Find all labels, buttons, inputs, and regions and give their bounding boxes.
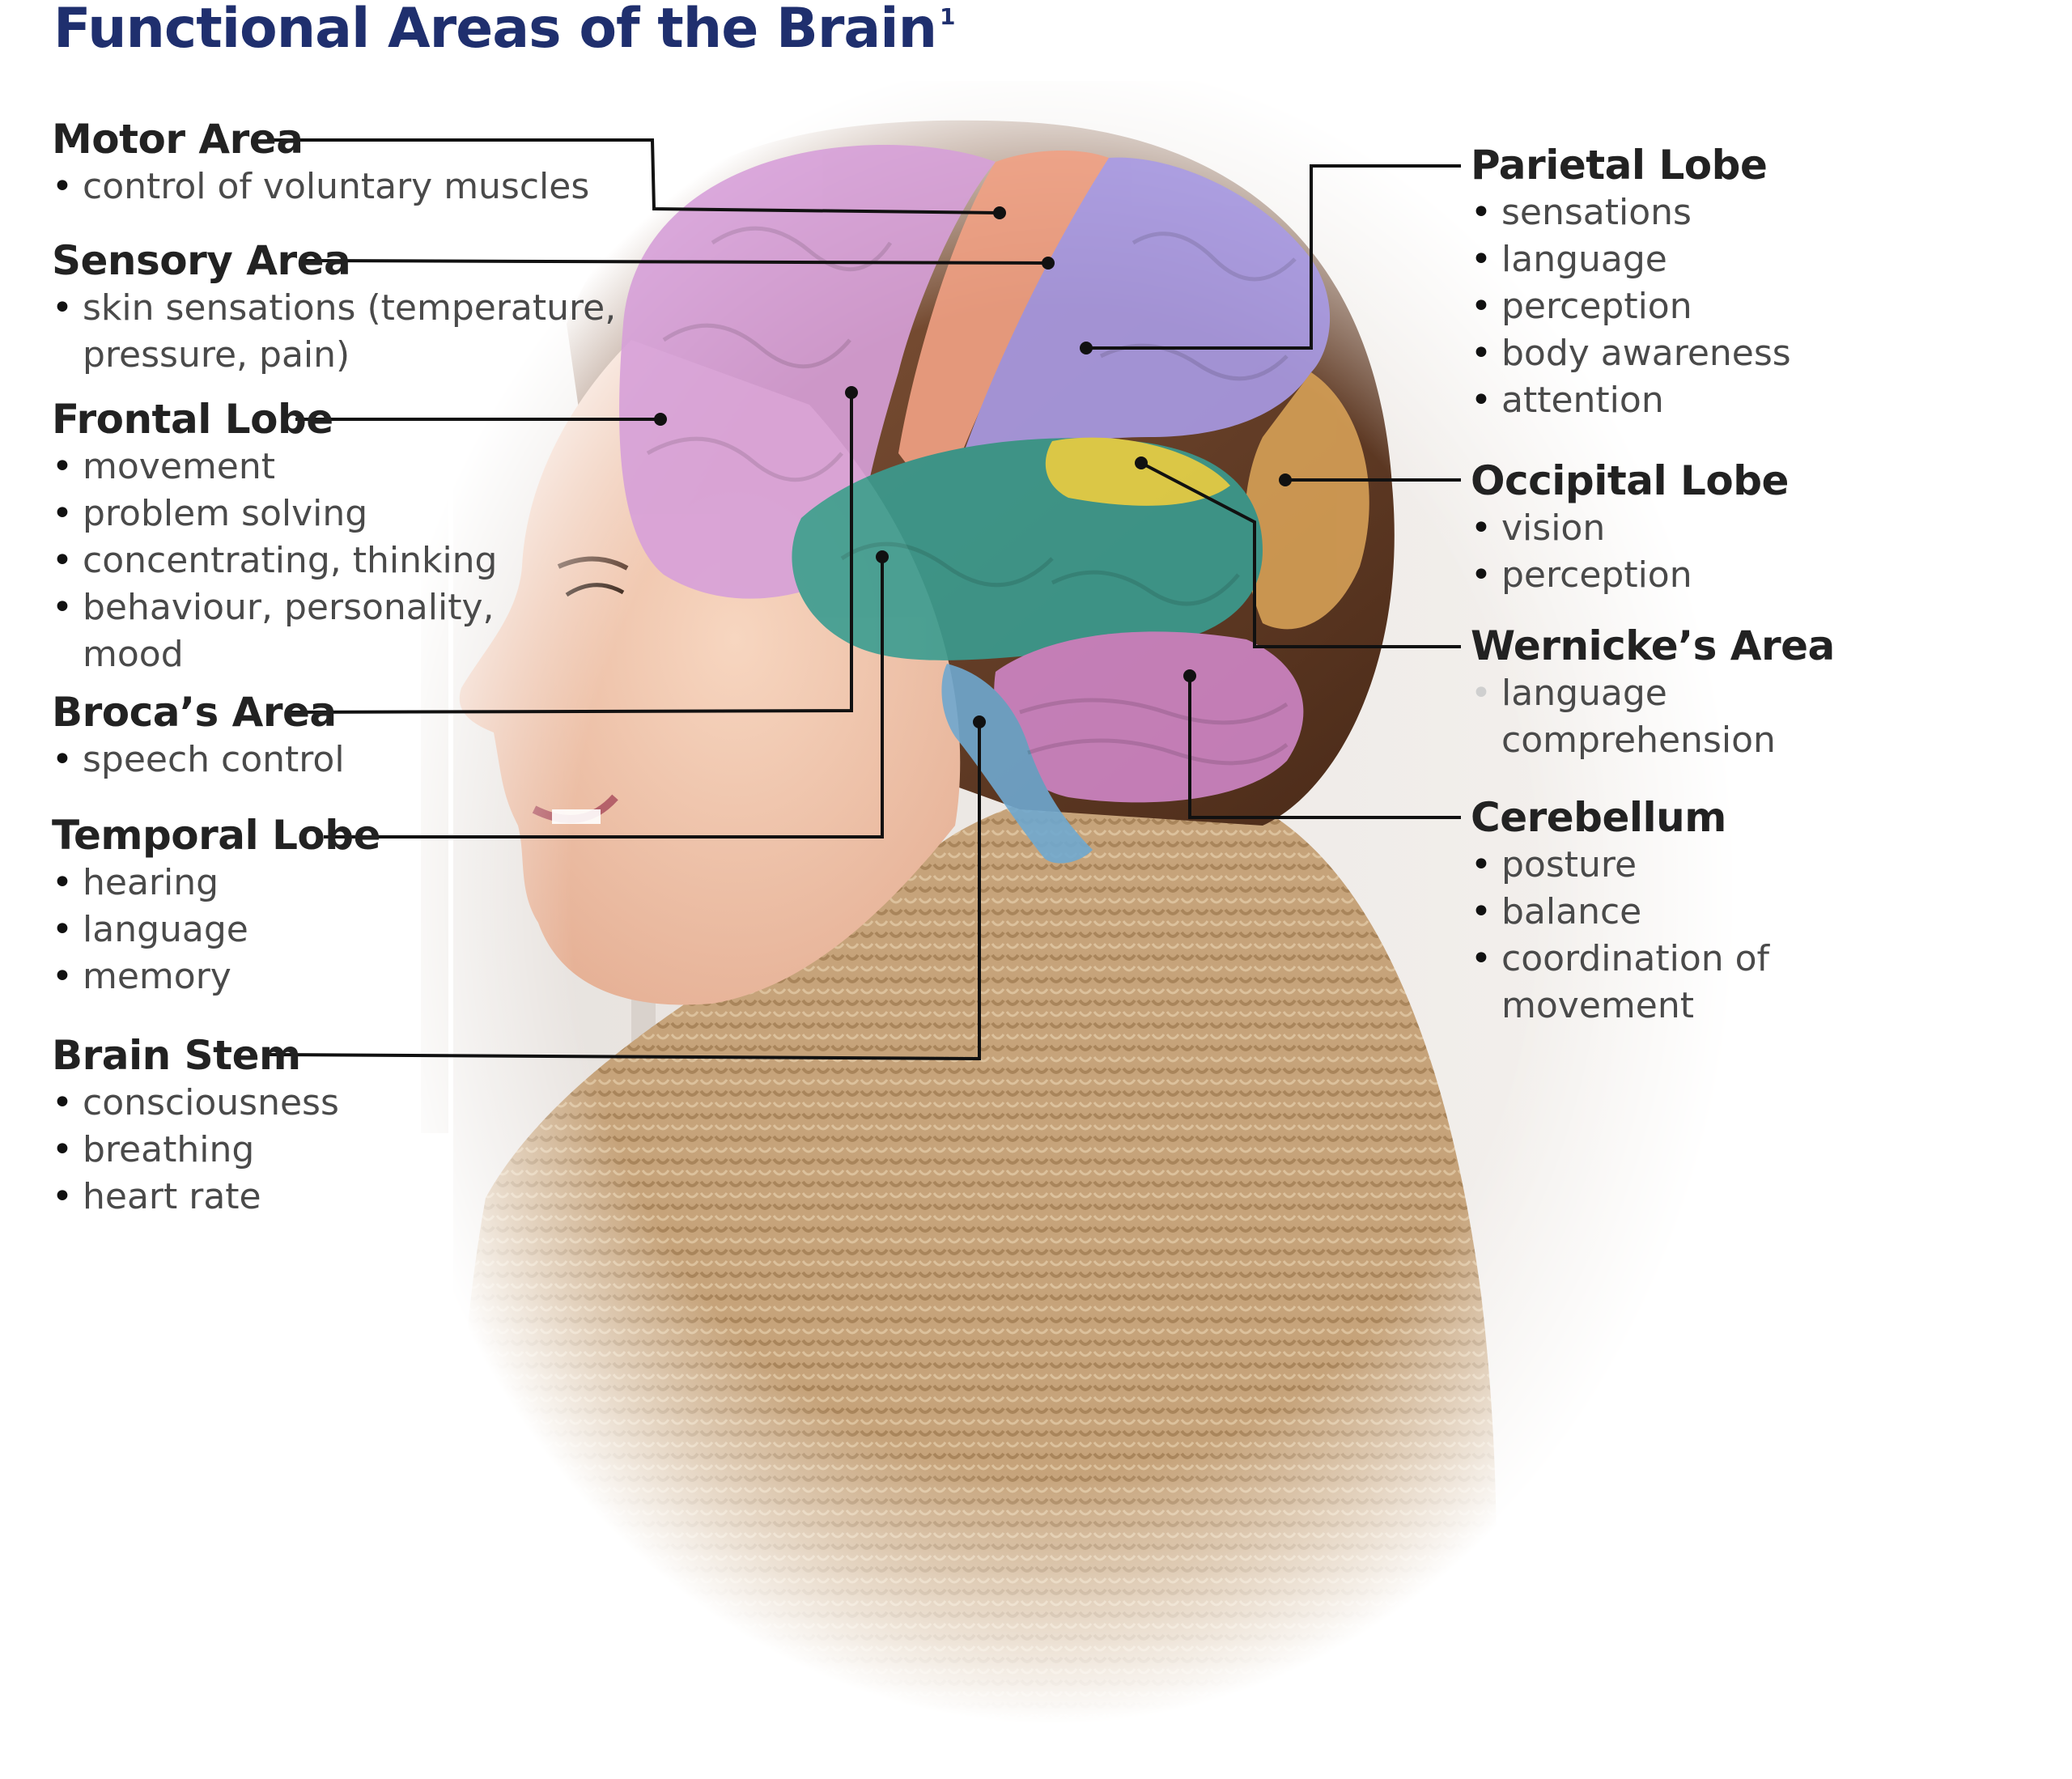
function-item: hearing [52,860,380,906]
brocas-area-label: Broca’s Area speech control [52,688,345,783]
parietal-lobe-region [955,157,1331,478]
wernickes-area-label: Wernicke’s Area language comprehension [1471,622,1835,764]
motor-area-label: Motor Area control of voluntary muscles [52,115,589,210]
area-heading: Occipital Lobe [1471,457,1789,504]
area-heading: Temporal Lobe [52,812,380,859]
wernickes-area-leader [1140,461,1461,648]
function-item: coordination of [1471,936,1769,983]
function-item: perception [1471,283,1791,330]
brocas-area-leader [287,393,853,714]
cerebellum-label: Cerebellum posture balance coordination … [1471,793,1769,1030]
title-text: Functional Areas of the Brain [53,0,937,61]
occipital-lobe-label: Occipital Lobe vision perception [1471,456,1789,599]
area-heading: Brain Stem [52,1032,301,1079]
function-item: memory [52,953,380,1000]
function-item: sensations [1471,189,1791,236]
function-item: posture [1471,842,1769,889]
motor-area-region [898,150,1109,487]
area-heading: Motor Area [52,116,304,163]
area-heading: Sensory Area [52,237,351,284]
frontal-lobe-label: Frontal Lobe movement problem solving co… [52,395,498,678]
sensory-area-leader [303,259,1049,265]
function-item: breathing [52,1127,339,1174]
brain-stem-leader [266,722,981,1061]
sensory-area-label: Sensory Area skin sensations (temperatur… [52,236,616,379]
function-item: attention [1471,377,1791,424]
function-item: language [1471,670,1835,717]
function-item: language [1471,236,1791,283]
function-item: balance [1471,889,1769,936]
area-heading: Cerebellum [1471,794,1726,841]
function-item: skin sensations (temperature, [52,285,616,332]
function-item: concentrating, thinking [52,537,498,584]
cerebellum-region [994,631,1304,803]
leader-dots [654,206,1292,728]
function-item: problem solving [52,490,498,537]
function-item: movement [52,444,498,490]
function-item: language [52,906,380,953]
function-item: perception [1471,552,1789,599]
parietal-lobe-leader [1086,164,1461,350]
area-heading: Frontal Lobe [52,396,333,443]
title-footnote-marker: 1 [939,3,956,30]
brain-regions [619,145,1369,864]
temporal-lobe-label: Temporal Lobe hearing language memory [52,811,380,1000]
area-heading: Parietal Lobe [1471,142,1768,189]
function-item: heart rate [52,1174,339,1221]
motor-area-leader [267,138,1000,214]
function-item-continued: movement [1501,985,1694,1026]
wernickes-area-region [1045,437,1230,506]
brain-stem-label: Brain Stem consciousness breathing heart… [52,1031,339,1221]
brain-stem-region [941,664,1093,864]
temporal-lobe-leader [324,557,884,839]
area-heading: Wernicke’s Area [1471,622,1835,669]
function-item-continued: pressure, pain) [83,334,350,376]
function-item: vision [1471,505,1789,552]
function-item-continued: mood [83,634,184,675]
function-item: control of voluntary muscles [52,163,589,210]
function-item-continued: comprehension [1501,720,1776,761]
function-item: behaviour, personality, [52,584,498,631]
leader-lines [266,138,1461,1061]
frontal-lobe-region [619,145,996,599]
area-heading: Broca’s Area [52,689,337,736]
function-item: consciousness [52,1080,339,1127]
function-item: body awareness [1471,330,1791,377]
parietal-lobe-label: Parietal Lobe sensations language percep… [1471,141,1791,424]
cerebellum-leader [1188,676,1461,819]
occipital-lobe-region [1244,372,1369,630]
function-item: speech control [52,737,345,783]
